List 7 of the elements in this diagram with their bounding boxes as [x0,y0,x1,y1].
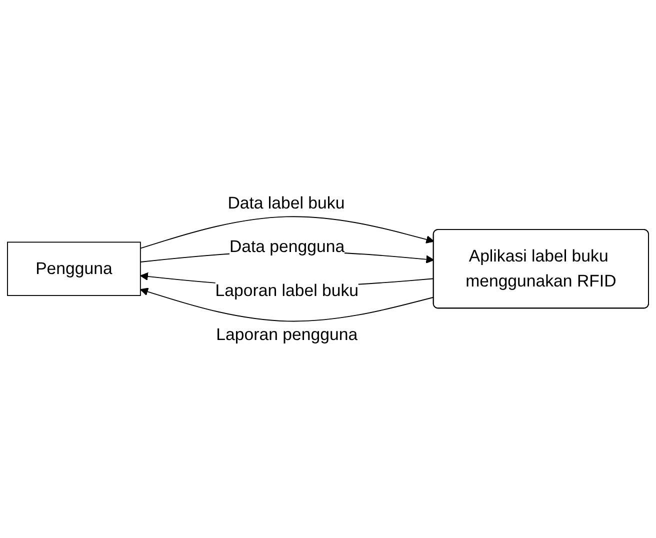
edge-label: Laporan label buku [215,281,359,300]
arrow [140,288,434,322]
node-box: Pengguna [7,242,141,296]
edge-label: Data pengguna [229,237,345,256]
arrow [140,216,434,249]
edge-label: Laporan pengguna [216,325,358,344]
edge-label: Data label buku [228,193,345,212]
